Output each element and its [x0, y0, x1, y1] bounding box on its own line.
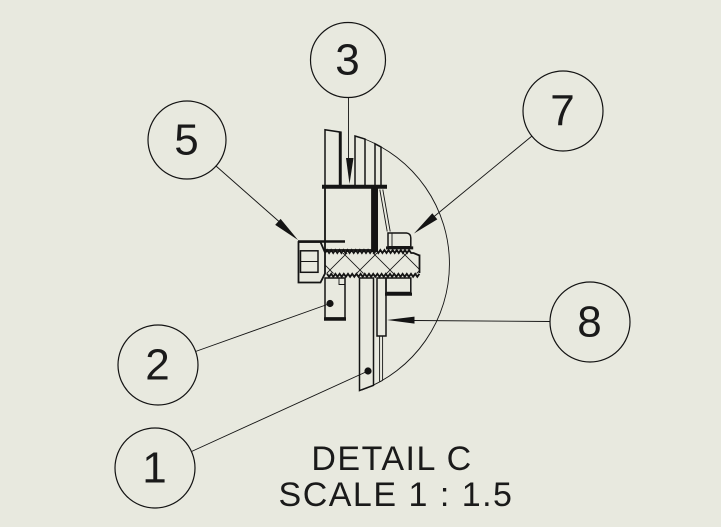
seal-strip-lower — [379, 336, 384, 383]
balloon-circle — [114, 427, 196, 509]
lower-panel-plate — [358, 277, 375, 392]
balloon-5[interactable]: 5 — [147, 100, 298, 240]
balloon-circle — [147, 100, 227, 180]
seal-strip-upper — [376, 277, 387, 337]
balloon-5-leader — [215, 165, 280, 222]
balloon-circle — [117, 324, 199, 406]
panel-transition-lines — [379, 189, 391, 232]
balloon-1-attach-dot — [364, 367, 372, 375]
bolt-section[interactable] — [297, 240, 421, 284]
detail-view-caption[interactable]: DETAIL C SCALE 1 : 1.5 — [279, 440, 514, 514]
balloon-2-attach-dot — [326, 299, 334, 308]
detail-boundary-arc — [361, 137, 450, 391]
threaded-shank-fill — [325, 253, 420, 274]
panel-edge-bar — [372, 187, 378, 252]
balloon-label: 5 — [174, 116, 199, 165]
panel-section[interactable] — [354, 134, 391, 392]
balloon-circle — [309, 21, 387, 99]
balloon-circle — [522, 70, 604, 152]
detail-scale-label: SCALE 1 : 1.5 — [279, 476, 514, 514]
thread-serration-top — [324, 248, 420, 257]
detail-section-geometry[interactable] — [297, 128, 421, 392]
balloon-5-arrowhead — [275, 218, 298, 240]
balloon-label: 1 — [142, 444, 167, 493]
balloon-label: 2 — [145, 341, 170, 390]
detail-title: DETAIL C — [311, 440, 472, 478]
balloon-2[interactable]: 2 — [117, 299, 334, 406]
balloon-7[interactable]: 7 — [414, 70, 604, 234]
upper-panel-ply-2 — [374, 142, 382, 187]
balloon-3[interactable]: 3 — [309, 21, 387, 185]
thread-serration-bottom — [326, 272, 421, 279]
balloon-label: 7 — [550, 87, 575, 136]
balloon-1-leader — [191, 370, 369, 452]
balloon-8-leader — [413, 320, 551, 322]
seal-strip-section[interactable] — [376, 277, 387, 383]
balloon-2-leader — [195, 303, 331, 352]
balloon-circle — [549, 281, 631, 363]
balloon-8-arrowhead — [387, 316, 415, 324]
balloon-1[interactable]: 1 — [114, 367, 372, 509]
balloon-label: 8 — [577, 298, 602, 347]
balloon-label: 3 — [335, 36, 360, 85]
balloon-3-arrowhead — [346, 158, 354, 184]
clamp-foot-section[interactable] — [385, 232, 414, 296]
balloon-8[interactable]: 8 — [387, 281, 631, 363]
channel-lower-wall-step — [338, 278, 345, 285]
balloon-7-leader — [433, 135, 533, 218]
upper-clamp-foot — [387, 232, 412, 248]
upper-panel-ply-1 — [354, 134, 366, 187]
balloon-7-arrowhead — [414, 213, 438, 234]
lower-clamp-foot — [385, 277, 412, 294]
